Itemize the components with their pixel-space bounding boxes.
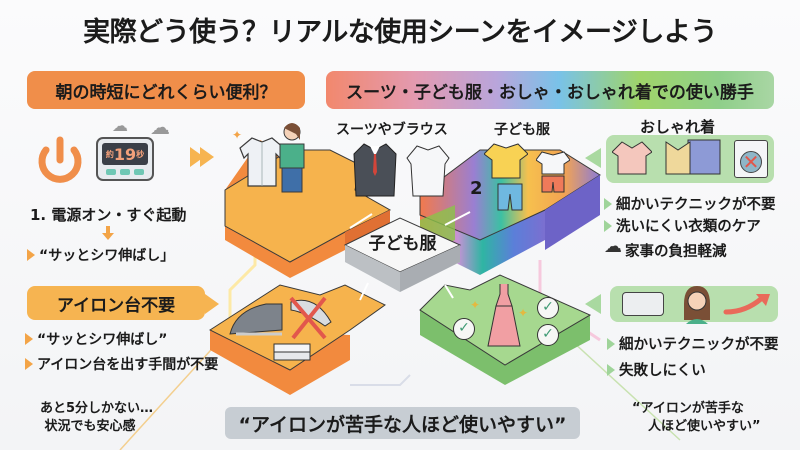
iron-icon — [229, 303, 283, 336]
fashion-extra: 家事の負担軽減 — [625, 244, 727, 260]
easy-quote-line-1: “アイロンが苦手な — [632, 401, 744, 416]
morning-result: “サッとシワ伸ばし」 — [27, 245, 174, 265]
down-arrow-icon — [106, 226, 110, 234]
suits-label: スーツやブラウス — [336, 122, 448, 138]
page-title: 実際どう使う？リアルな使用シーンをイメージしよう — [83, 17, 717, 48]
no-wash-cross-icon: ✕ — [740, 151, 762, 173]
sparkle-icon: ✦ — [518, 306, 529, 320]
note-line-2: 状況でも安心感 — [44, 419, 136, 434]
check-icon: ✓ — [453, 318, 475, 340]
fashion-bullet-1: 細かいテクニックが不要 — [604, 193, 776, 214]
fashion-label: おしゃれ着 — [640, 118, 716, 136]
no-board-bullet-1: “サッとシワ伸ばし” — [25, 329, 167, 349]
steam-icon: ☁ — [112, 116, 128, 135]
kids-outfit-icon — [536, 151, 570, 193]
sparkle-icon: ✦ — [470, 298, 481, 312]
check-icon: ✓ — [537, 297, 559, 319]
header-morning: 朝の時短にどれくらい便利？ — [27, 71, 305, 109]
sparkle-icon: ✦ — [232, 128, 243, 142]
steam-icon: ☁ — [150, 115, 170, 139]
arrow-left-icon — [585, 148, 601, 168]
knit-and-scarf-icon — [665, 139, 721, 175]
step-number: 2 — [470, 178, 483, 199]
easy-quote-line-2: 人ほど使いやすい” — [648, 419, 761, 434]
smiling-person-icon — [684, 286, 710, 324]
dress-icon — [487, 284, 521, 347]
center-tile-label: 子ども服 — [368, 234, 437, 254]
ironing-board-crossed-icon — [289, 296, 332, 340]
header-no-board: アイロン台不要 — [27, 286, 205, 320]
timer-prefix: 約 — [105, 149, 114, 159]
arrow-right-icon — [200, 147, 214, 167]
check-icon: ✓ — [537, 324, 559, 346]
tshirt-icon — [484, 143, 528, 179]
trend-up-arrow-icon — [723, 294, 770, 315]
person-icon — [279, 123, 305, 193]
arrow-right-icon — [205, 294, 219, 314]
shorts-icon — [497, 183, 523, 211]
easy-bullet-2: 失敗しにくい — [607, 359, 706, 380]
timer-suffix: 秒 — [136, 149, 145, 159]
blouse-pink-icon — [612, 141, 652, 175]
shirt-icon — [239, 137, 285, 187]
timer-icon: 約 19 秒 — [96, 137, 154, 181]
steamer-device-icon — [622, 292, 664, 316]
step-power-on: 1. 電源オン・すぐ起動 — [30, 206, 187, 224]
folded-shirts-icon — [273, 343, 311, 361]
power-icon — [38, 136, 82, 183]
bottom-quote: “アイロンが苦手な人ほど使いやすい” — [225, 407, 580, 439]
no-board-bullet-2: アイロン台を出す手間が不要 — [25, 354, 218, 374]
fashion-bullet-2: 洗いにくい衣類のケア — [604, 215, 761, 236]
header-usability: スーツ・子ども服・おしゃ・おしゃれ着での使い勝手 — [326, 71, 774, 109]
kids-label: 子ども服 — [494, 122, 550, 138]
cloud-steam-icon: ☁ — [604, 236, 622, 257]
arrow-left-icon — [585, 294, 601, 314]
suit-icon — [353, 143, 397, 197]
blouse-icon — [406, 145, 450, 197]
timer-value: 19 — [113, 144, 137, 164]
washing-machine-icon: ✕ — [734, 140, 768, 178]
flow-arrow — [349, 213, 373, 229]
easy-bullet-1: 細かいテクニックが不要 — [607, 333, 779, 354]
note-line-1: あと5分しかない… — [40, 401, 154, 416]
